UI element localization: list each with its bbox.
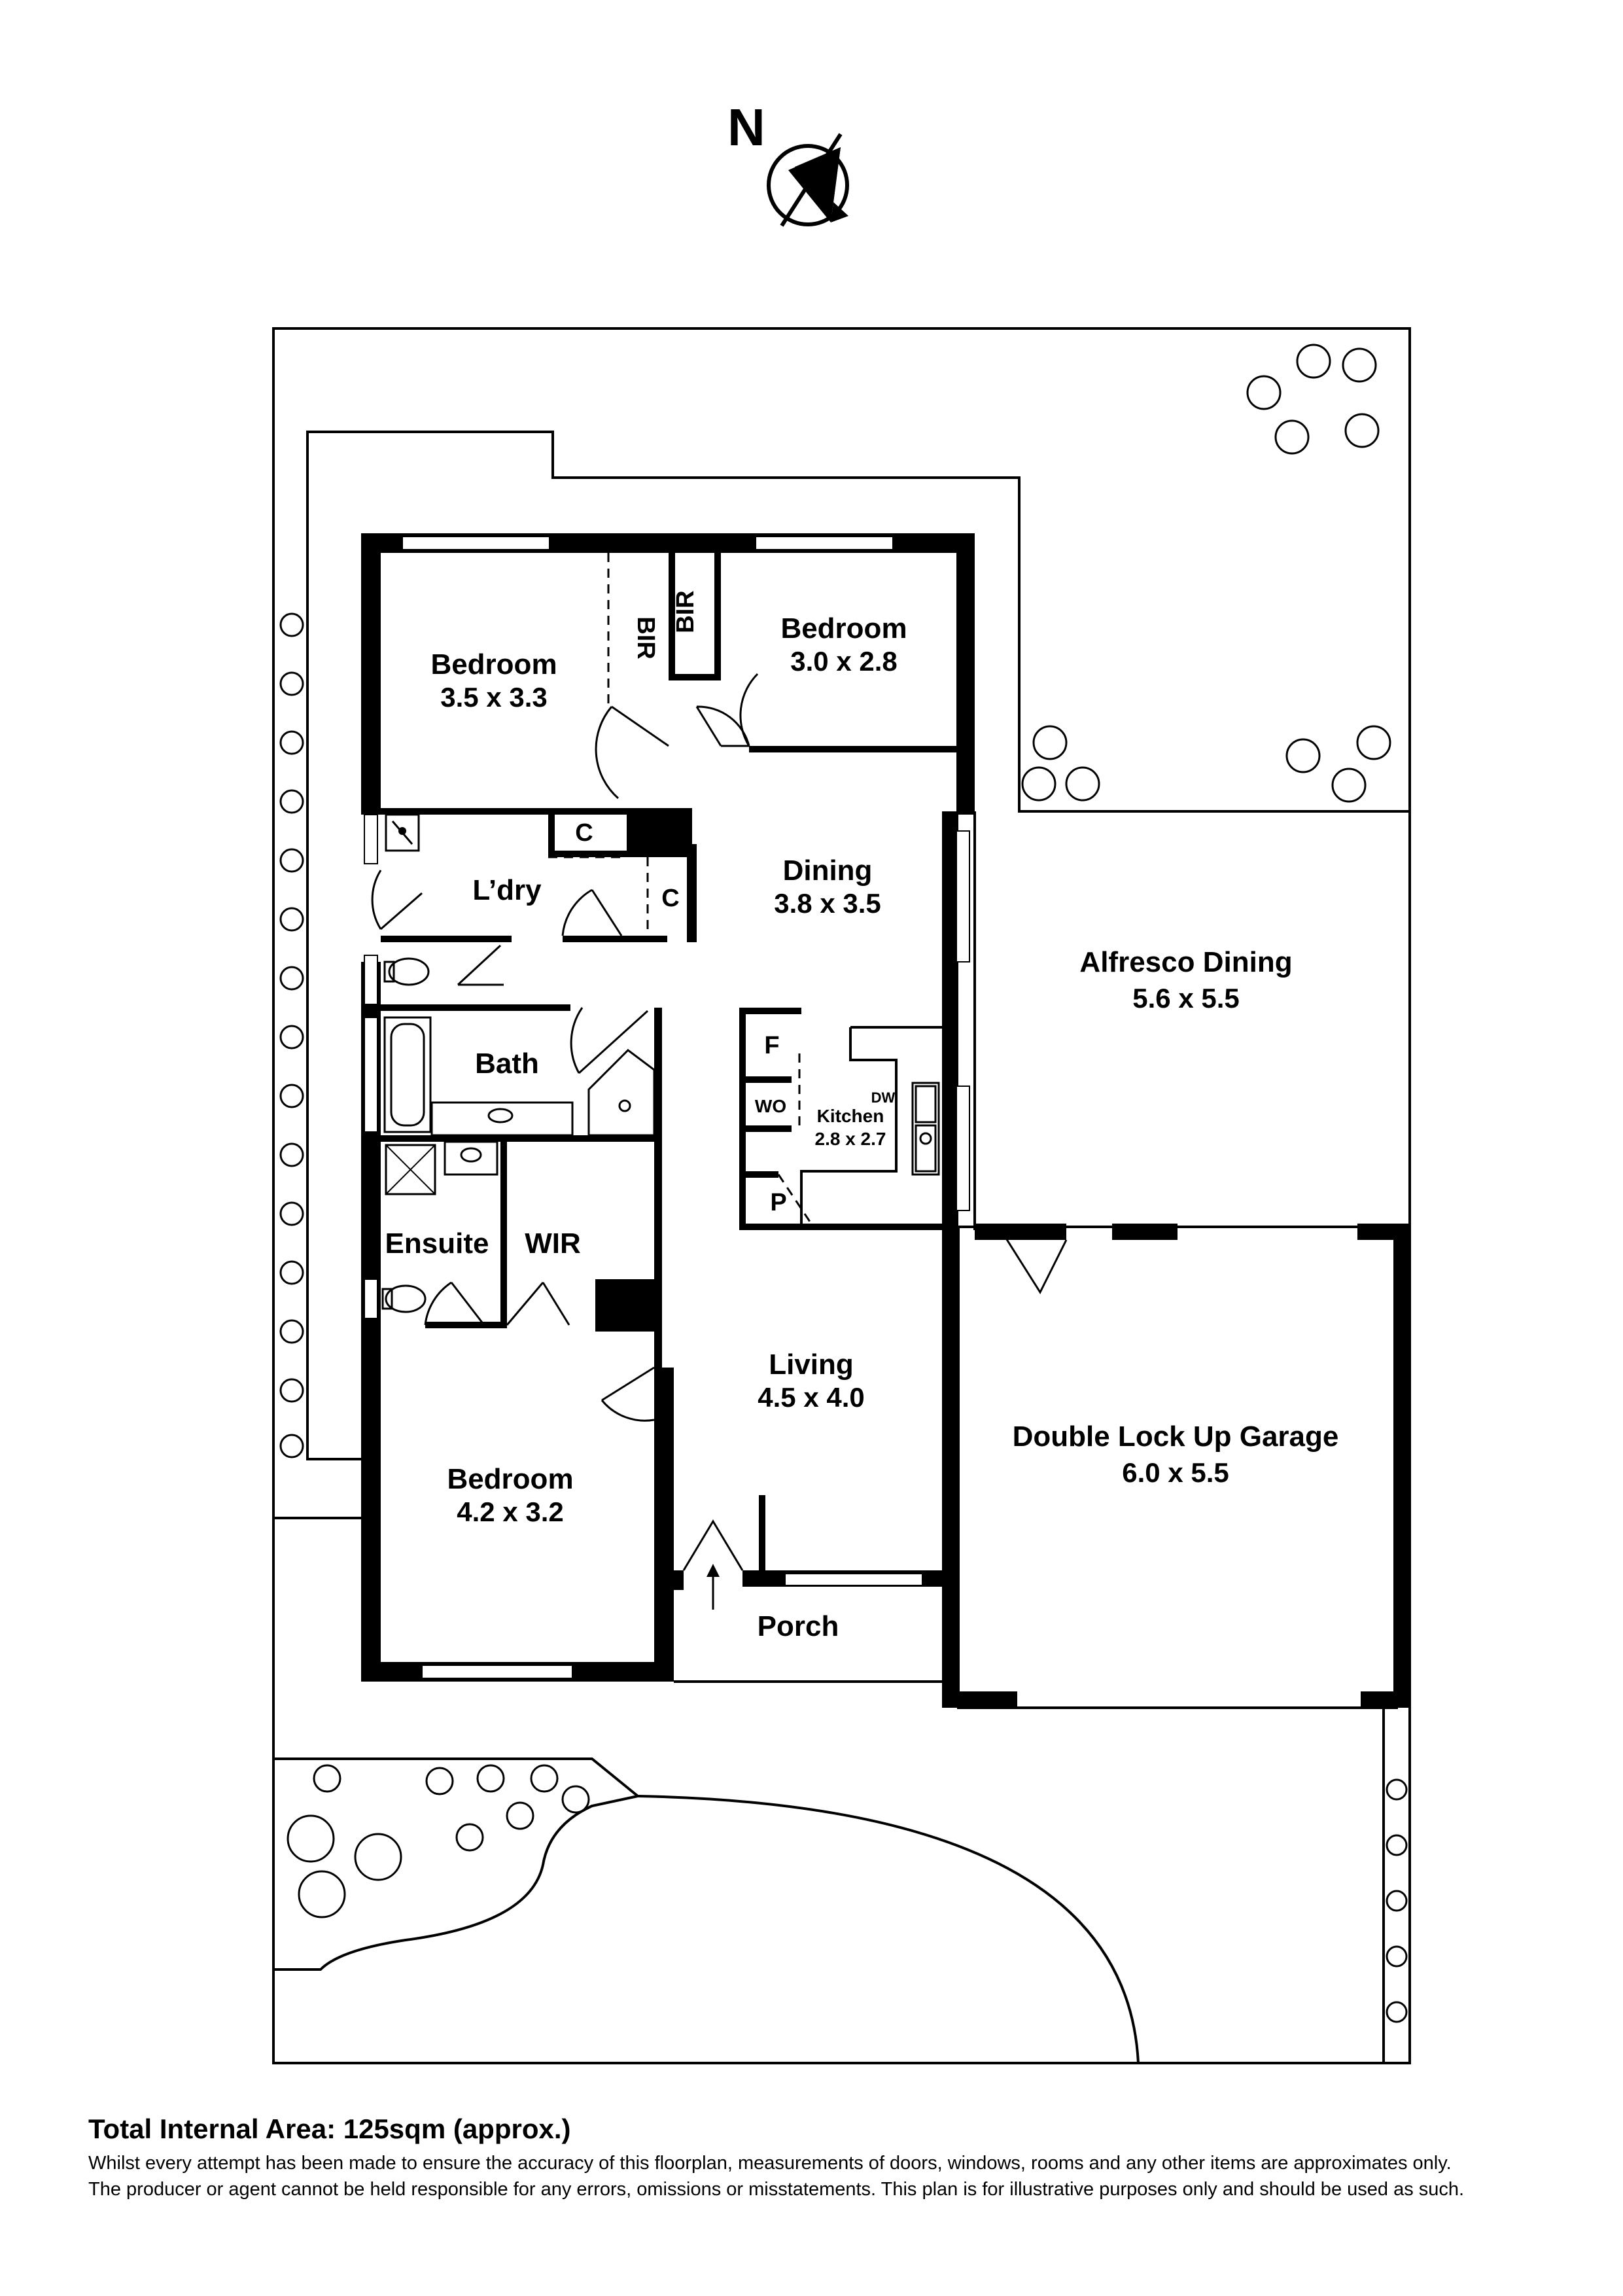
alfresco-dims: 5.6 x 5.5 xyxy=(1132,983,1239,1014)
toilet-icon xyxy=(383,957,430,986)
bedroom-1-name: Bedroom xyxy=(430,648,557,680)
dining-dims: 3.8 x 3.5 xyxy=(774,888,881,919)
alfresco-name: Alfresco Dining xyxy=(1079,946,1292,978)
bedroom-2-name: Bedroom xyxy=(780,612,907,645)
doors xyxy=(371,673,1068,1571)
laundry-corner xyxy=(627,808,692,844)
ensuite-basin-icon xyxy=(444,1140,498,1176)
kitchen-sink-icon xyxy=(911,1082,940,1176)
bedroom-3-dims: 4.2 x 3.2 xyxy=(457,1496,563,1527)
bathtub-icon xyxy=(383,1016,432,1133)
windows xyxy=(364,536,970,1679)
driveway-edge xyxy=(637,1795,1140,2064)
porch-label: Porch xyxy=(758,1610,839,1642)
cupboard-1-label: C xyxy=(575,819,593,847)
bir-1-label: BIR xyxy=(632,616,659,659)
ensuite-shower-icon xyxy=(385,1144,436,1195)
laundry-label: L’dry xyxy=(472,874,542,906)
fridge-label: F xyxy=(764,1032,779,1059)
compass: N xyxy=(727,98,849,227)
pantry-label: P xyxy=(770,1189,786,1216)
disclaimer-line-2: The producer or agent cannot be held res… xyxy=(88,2179,1465,2200)
compass-north-label: N xyxy=(727,98,765,156)
wall-oven-label: WO xyxy=(755,1096,786,1116)
bir-2-label: BIR xyxy=(672,590,699,633)
total-area-title: Total Internal Area: 125sqm (approx.) xyxy=(88,2113,571,2144)
kitchen-name: Kitchen xyxy=(817,1106,884,1126)
living-name: Living xyxy=(769,1349,854,1381)
cupboard-2-label: C xyxy=(661,885,679,912)
kitchen-dims: 2.8 x 2.7 xyxy=(815,1129,886,1149)
bedroom-3-name: Bedroom xyxy=(447,1463,573,1495)
vanity-basin-icon xyxy=(430,1101,574,1137)
interior-walls xyxy=(381,553,958,1498)
bedroom-1-dims: 3.5 x 3.3 xyxy=(440,682,547,713)
bedroom-2-dims: 3.0 x 2.8 xyxy=(790,646,897,677)
garden-bed-edge xyxy=(273,1757,641,1971)
wir-label: WIR xyxy=(525,1227,581,1260)
dining-name: Dining xyxy=(783,855,873,887)
laundry-tub-icon xyxy=(385,813,420,852)
garage-name: Double Lock Up Garage xyxy=(1013,1421,1339,1453)
dashed-boundaries xyxy=(548,553,812,1224)
kitchen-bench xyxy=(800,1026,942,1224)
garage-dims: 6.0 x 5.5 xyxy=(1122,1457,1229,1488)
disclaimer-line-1: Whilst every attempt has been made to en… xyxy=(88,2153,1452,2174)
site-boundary xyxy=(272,327,1411,2064)
living-dims: 4.5 x 4.0 xyxy=(758,1382,864,1413)
north-arrow-icon xyxy=(767,133,849,227)
entry-arrow-icon xyxy=(707,1564,720,1610)
dishwasher-label: DW xyxy=(871,1089,896,1106)
ensuite-label: Ensuite xyxy=(385,1227,489,1260)
ensuite-toilet-icon xyxy=(381,1284,427,1313)
tree-icons xyxy=(279,344,1408,2023)
bath-shower-icon xyxy=(587,1049,655,1137)
room-labels: Bedroom 3.5 x 3.3 BIR BIR Bedroom 3.0 x … xyxy=(385,590,1339,1642)
bath-label: Bath xyxy=(475,1048,539,1080)
